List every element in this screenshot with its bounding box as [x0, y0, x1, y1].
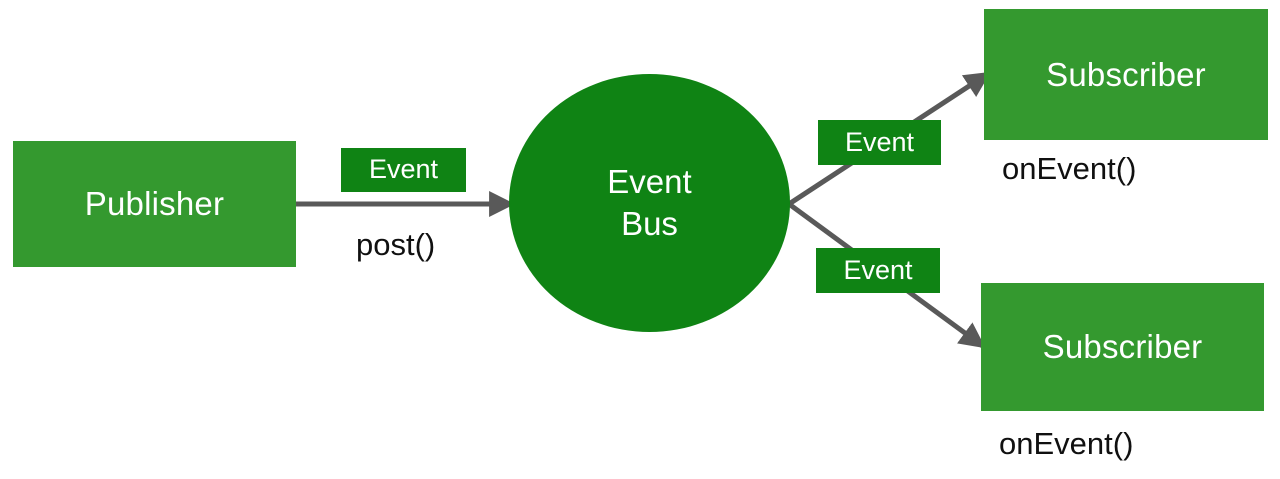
- node-publisher-label: Publisher: [84, 185, 225, 223]
- node-publisher[interactable]: Publisher: [13, 141, 296, 267]
- edge-tag-publish-event-label: Event: [368, 154, 439, 185]
- edge-tag-deliver-bottom-event-label: Event: [843, 254, 913, 285]
- edge-tag-deliver-bottom-event[interactable]: Event: [816, 248, 940, 293]
- node-event-bus-label-line2: Bus: [621, 205, 678, 242]
- node-subscriber-top[interactable]: Subscriber: [984, 9, 1268, 140]
- edge-note-subscriber-top-handler: onEvent(): [1002, 151, 1137, 186]
- node-event-bus[interactable]: Event Bus: [509, 74, 790, 332]
- edge-tag-deliver-top-event[interactable]: Event: [818, 120, 941, 165]
- edge-tag-deliver-top-event-label: Event: [844, 126, 915, 157]
- node-subscriber-bottom-label: Subscriber: [1042, 328, 1203, 366]
- edge-note-post-method: post(): [356, 227, 436, 262]
- edge-tag-publish-event[interactable]: Event: [341, 148, 466, 192]
- node-subscriber-bottom[interactable]: Subscriber: [981, 283, 1264, 411]
- node-event-bus-label-line1: Event: [607, 162, 692, 200]
- edge-note-subscriber-bottom-handler: onEvent(): [999, 426, 1134, 461]
- node-subscriber-top-label: Subscriber: [1046, 55, 1206, 93]
